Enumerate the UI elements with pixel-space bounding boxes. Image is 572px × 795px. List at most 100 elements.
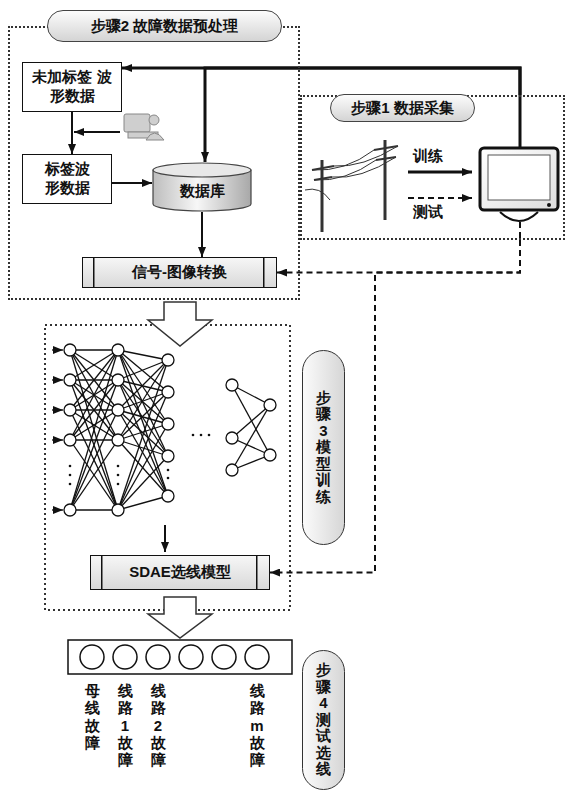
step-pill: 步骤4测试选线 <box>302 650 345 790</box>
neuron <box>162 418 174 430</box>
connector <box>277 240 520 273</box>
ellipsis-dot <box>69 465 72 468</box>
box-label: 数据库 <box>180 182 225 201</box>
step3-region <box>45 325 290 610</box>
model-box: SDAE选线模型 <box>90 555 270 590</box>
neuron <box>226 464 238 476</box>
ellipsis-dot <box>69 474 72 477</box>
process-box: 信号-图像转换 <box>82 257 277 288</box>
net-link <box>52 349 63 350</box>
net-link <box>118 350 168 496</box>
net-link <box>52 509 63 510</box>
neural-network <box>52 344 276 516</box>
net-link <box>70 380 118 510</box>
step-region: 步骤2 故障数据预处理未加标签 波形数据标签波 形数据数据库信号-图像转换 <box>8 26 300 300</box>
neuron <box>112 344 124 356</box>
net-link <box>118 380 168 456</box>
net-link <box>70 380 118 510</box>
connector <box>112 182 152 184</box>
net-link <box>118 360 168 380</box>
connector <box>205 68 520 162</box>
power-line <box>305 140 398 232</box>
neuron <box>264 399 276 411</box>
connector <box>201 212 203 257</box>
flow-arrow <box>148 597 212 638</box>
neuron <box>112 434 124 446</box>
net-link <box>70 440 118 510</box>
step-title: 步骤1 数据采集 <box>330 94 475 122</box>
step-title: 步骤4测试选线 <box>316 662 331 778</box>
neuron <box>64 404 76 416</box>
ellipsis-dot <box>200 434 203 437</box>
ellipsis-dot <box>192 434 195 437</box>
ellipsis-dot <box>117 474 120 477</box>
operator-icon <box>124 114 164 140</box>
net-link <box>70 349 118 350</box>
label-arrow <box>74 131 120 133</box>
net-link <box>70 350 118 510</box>
net-link <box>118 392 168 510</box>
net-link <box>232 405 270 438</box>
connector <box>270 240 520 573</box>
output-label: 母线故障 <box>85 682 100 751</box>
box-label: 标签波 形数据 <box>43 160 91 198</box>
signal-label: 测试 <box>413 203 443 222</box>
signal-label: 训练 <box>413 147 443 166</box>
ellipsis-dot <box>167 477 170 480</box>
net-link <box>70 350 118 510</box>
train-arrow <box>408 171 472 174</box>
data-box: 未加标签 波形数据 <box>22 62 122 112</box>
net-link <box>52 409 63 410</box>
neuron <box>162 386 174 398</box>
ellipsis-dot <box>167 469 170 472</box>
neuron <box>226 432 238 444</box>
net-link <box>70 509 118 510</box>
neuron <box>112 404 124 416</box>
net-link <box>52 439 63 440</box>
net-link <box>70 439 118 440</box>
net-link <box>118 456 168 510</box>
ellipsis-dot <box>208 434 211 437</box>
net-link <box>118 350 168 424</box>
output-layer <box>68 640 292 674</box>
monitor <box>480 148 558 221</box>
net-link <box>70 440 118 510</box>
ellipsis-dot <box>69 483 72 486</box>
neuron <box>226 379 238 391</box>
step-title: 步骤3模型训练 <box>316 390 331 506</box>
net-link <box>118 392 168 440</box>
neuron <box>112 374 124 386</box>
net-link <box>118 350 168 360</box>
neuron <box>162 354 174 366</box>
box-label: 未加标签 波形数据 <box>31 68 113 106</box>
monitor-stub <box>519 95 522 148</box>
output-label: 线路2故障 <box>151 682 166 768</box>
ellipsis-dot <box>117 465 120 468</box>
neuron <box>162 490 174 502</box>
net-link <box>118 496 168 510</box>
net-link <box>118 360 168 410</box>
test-arrow <box>408 197 472 199</box>
box-label: SDAE选线模型 <box>129 563 231 582</box>
neuron <box>264 449 276 461</box>
connector <box>122 68 520 95</box>
net-link <box>118 360 168 440</box>
connector <box>71 112 73 154</box>
net-link <box>118 360 168 510</box>
net-link <box>118 350 168 456</box>
net-link <box>52 379 63 380</box>
neuron <box>64 344 76 356</box>
ellipsis-dot <box>117 483 120 486</box>
neuron <box>64 434 76 446</box>
step-title: 步骤2 故障数据预处理 <box>47 10 282 42</box>
monitor-stub <box>519 222 521 240</box>
flow-arrow <box>148 302 212 346</box>
neuron <box>112 504 124 516</box>
box-label: 信号-图像转换 <box>132 263 227 282</box>
step-pill: 步骤3模型训练 <box>302 350 345 545</box>
net-arrow <box>164 525 166 552</box>
neuron <box>64 504 76 516</box>
neuron <box>162 450 174 462</box>
